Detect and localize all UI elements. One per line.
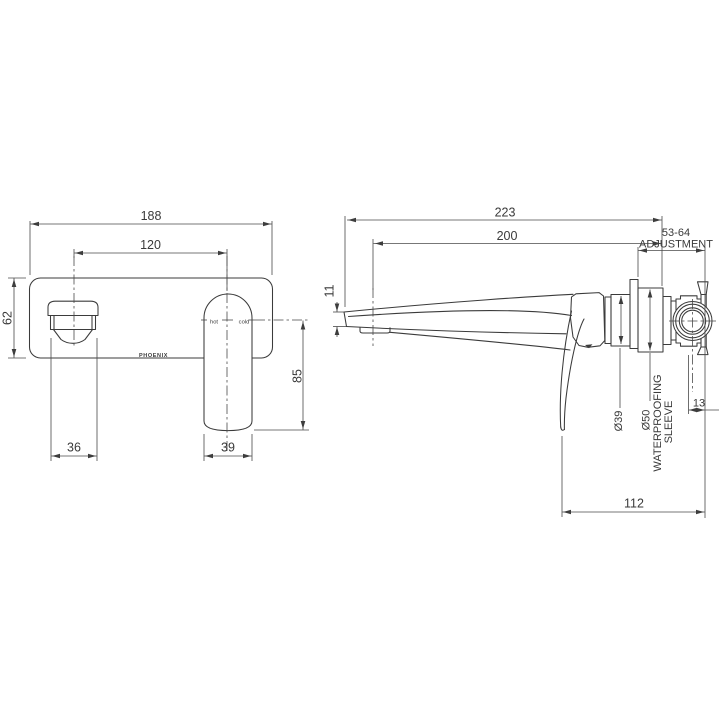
dim-39: 39 bbox=[221, 441, 235, 455]
dim-112: 112 bbox=[624, 497, 644, 511]
arrowhead bbox=[618, 296, 624, 304]
handle-head-side bbox=[569, 292, 606, 348]
sleeve-label-1: WATERPROOFING bbox=[652, 374, 664, 471]
arrowhead bbox=[563, 509, 571, 515]
arrowhead bbox=[639, 248, 647, 253]
dim-85: 85 bbox=[291, 369, 305, 383]
backplate-outline bbox=[28, 277, 274, 359]
arrowhead bbox=[75, 250, 83, 256]
arrowhead bbox=[11, 279, 17, 287]
sleeve-label-2: SLEEVE bbox=[663, 401, 675, 444]
arrowhead bbox=[300, 421, 306, 429]
dim-120: 120 bbox=[140, 238, 161, 252]
dim-62: 62 bbox=[1, 311, 15, 325]
dim-223: 223 bbox=[495, 206, 516, 220]
arrowhead bbox=[375, 241, 383, 246]
dim-36: 36 bbox=[67, 441, 81, 455]
brand-label: PHOENIX bbox=[139, 353, 168, 359]
arrowhead bbox=[647, 289, 653, 298]
dim-adjustment-label: ADJUSTMENT bbox=[639, 239, 713, 251]
arrowhead bbox=[263, 221, 271, 227]
arrowhead bbox=[334, 327, 340, 335]
spout-front-cap bbox=[47, 300, 99, 317]
dim-188: 188 bbox=[141, 209, 162, 223]
dim-dia-50: Ø50 bbox=[641, 410, 653, 431]
spout-inner-edge bbox=[347, 310, 573, 318]
spout-underside-edge bbox=[389, 331, 571, 351]
handle-notch bbox=[585, 344, 593, 349]
arrowhead bbox=[31, 221, 39, 227]
arrowhead bbox=[653, 241, 661, 246]
lever-tip-cap bbox=[560, 426, 565, 431]
dim-dia-39: Ø39 bbox=[613, 411, 625, 432]
arrowhead bbox=[11, 349, 17, 357]
arrowhead bbox=[647, 342, 653, 351]
arrowhead bbox=[243, 453, 251, 459]
keyway-bottom bbox=[675, 338, 702, 347]
wall-flange bbox=[629, 278, 639, 350]
lever-outer-edge bbox=[559, 310, 573, 428]
aerator-side bbox=[359, 327, 391, 334]
spout-top-edge bbox=[343, 293, 574, 313]
arrowhead bbox=[52, 453, 60, 459]
arrowhead bbox=[689, 407, 697, 413]
arrowhead bbox=[300, 321, 306, 330]
keyway-top bbox=[675, 295, 702, 304]
dim-11: 11 bbox=[323, 284, 337, 297]
arrowhead bbox=[696, 407, 705, 413]
bracket-bottom-arm bbox=[696, 346, 709, 356]
arrowhead bbox=[88, 453, 96, 459]
arrowhead bbox=[696, 509, 704, 515]
arrowhead bbox=[618, 336, 624, 344]
dim-adjustment-range: 53-64 bbox=[662, 227, 690, 239]
arrowhead bbox=[205, 453, 213, 459]
arrowhead bbox=[696, 248, 704, 253]
waterproofing-sleeve bbox=[637, 287, 664, 353]
spout-bottom-edge bbox=[345, 325, 567, 335]
body-step bbox=[604, 296, 612, 345]
lever-inner-edge bbox=[563, 318, 585, 431]
cold-label: cold bbox=[239, 320, 250, 326]
dim-200: 200 bbox=[497, 229, 518, 243]
hot-label: hot bbox=[210, 320, 218, 326]
spout-aerator-front bbox=[52, 328, 94, 344]
front-view: hot cold PHOENIX 188 120 62 85 bbox=[1, 209, 309, 461]
spout-front-collar bbox=[49, 314, 97, 331]
side-view: 223 200 53-64 ADJUSTMENT 11 Ø39 bbox=[323, 206, 719, 518]
bracket-top-arm bbox=[696, 281, 709, 296]
arrowhead bbox=[334, 303, 340, 312]
arrowhead bbox=[653, 217, 661, 223]
dim-13: 13 bbox=[693, 398, 705, 410]
body-step-2 bbox=[662, 295, 672, 346]
spout-tip-face bbox=[343, 311, 348, 328]
handle-front-outline bbox=[203, 293, 253, 432]
arrowhead bbox=[218, 250, 226, 256]
arrowhead bbox=[348, 217, 356, 223]
